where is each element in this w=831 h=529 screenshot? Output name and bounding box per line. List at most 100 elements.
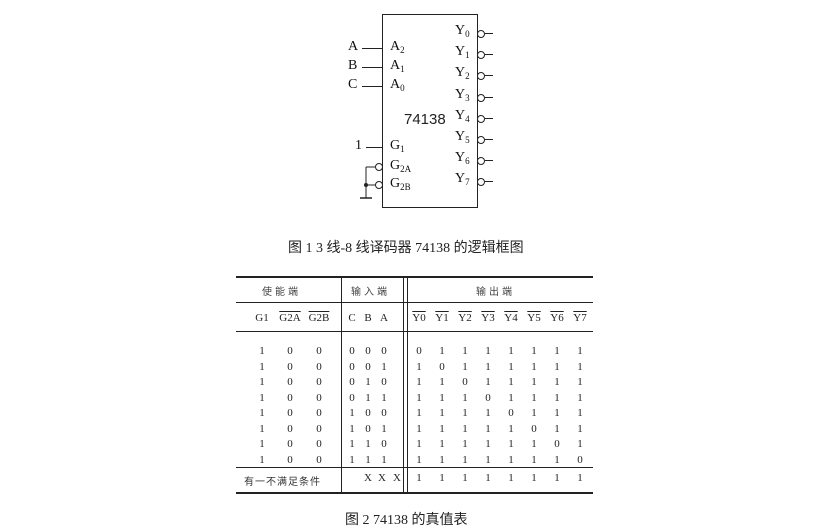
figure2-caption: 图 2 74138 的真值表 [345,513,468,528]
output-wire-3 [485,97,493,98]
input-external-label-1: B [348,58,358,73]
cell-input: 1 [365,454,371,466]
output-pin-5-subscript: 5 [465,135,470,145]
col-header-output-6: Y6 [550,312,564,324]
header-input: 输入端 [351,287,390,298]
output-wire-0 [485,33,493,34]
footer-cell-output: 1 [554,472,560,484]
ground-wiring [360,166,375,199]
cell-output: 1 [439,392,445,404]
enable-bubble-1 [375,163,383,171]
output-bubble-5 [477,136,485,144]
input-pin-1-subscript: 1 [400,64,405,74]
cell-output: 1 [531,345,537,357]
cell-input: 0 [381,345,387,357]
output-pin-1-letter: Y [455,44,466,59]
col-header-enable-2: G2B [308,312,330,324]
cell-output: 1 [554,345,560,357]
output-bubble-0 [477,30,485,38]
input-pin-0: A2 [390,39,405,55]
header-enable: 使能端 [262,287,301,298]
input-pin-1: A1 [390,58,405,74]
cell-output: 1 [508,438,514,450]
cell-output: 1 [439,407,445,419]
input-pin-2-letter: A [390,77,401,92]
cell-output: 1 [508,454,514,466]
output-pin-1-subscript: 1 [465,50,470,60]
cell-output: 1 [439,438,445,450]
output-pin-4: Y4 [455,108,470,124]
cell-enable: 0 [316,454,322,466]
cell-input: 0 [381,438,387,450]
cell-output: 1 [508,376,514,388]
cell-output: 1 [485,407,491,419]
chip-body [382,14,478,208]
cell-enable: 1 [259,361,265,373]
table-subheader-rule [236,331,593,332]
cell-output: 1 [439,376,445,388]
output-pin-3-letter: Y [455,87,466,102]
cell-enable: 0 [287,376,293,388]
input-pin-0-letter: A [390,39,401,54]
divider-enable-input [341,276,342,492]
cell-enable: 1 [259,454,265,466]
cell-output: 1 [462,454,468,466]
enable-pin-1-letter: G [390,158,401,173]
enable-pin-0-letter: G [390,138,401,153]
cell-output: 0 [508,407,514,419]
cell-input: 1 [381,361,387,373]
cell-input: 0 [365,407,371,419]
cell-output: 1 [554,392,560,404]
cell-output: 1 [531,361,537,373]
output-pin-0-subscript: 0 [465,29,470,39]
output-wire-7 [485,181,493,182]
cell-enable: 0 [316,392,322,404]
col-header-input-0: C [348,312,356,324]
footer-cell-input: X [378,472,386,484]
cell-output: 1 [439,454,445,466]
cell-input: 1 [381,423,387,435]
enable-pin-0-subscript: 1 [400,144,405,154]
output-pin-0: Y0 [455,23,470,39]
cell-output: 1 [485,376,491,388]
input-wire-0 [362,48,382,49]
cell-enable: 1 [259,345,265,357]
cell-input: 1 [381,454,387,466]
cell-input: 1 [365,438,371,450]
cell-output: 1 [485,345,491,357]
output-wire-6 [485,160,493,161]
cell-enable: 0 [316,376,322,388]
cell-output: 1 [577,407,583,419]
cell-enable: 1 [259,392,265,404]
cell-enable: 0 [287,392,293,404]
output-pin-5: Y5 [455,129,470,145]
cell-enable: 1 [259,423,265,435]
input-pin-2-subscript: 0 [400,83,405,93]
cell-output: 1 [462,361,468,373]
cell-output: 1 [554,376,560,388]
output-bubble-1 [477,51,485,59]
output-bubble-6 [477,157,485,165]
footer-cell-output: 1 [508,472,514,484]
cell-output: 1 [462,407,468,419]
input-pin-2: A0 [390,77,405,93]
cell-output: 0 [554,438,560,450]
cell-output: 1 [508,423,514,435]
cell-output: 1 [485,423,491,435]
cell-output: 1 [577,438,583,450]
input-wire-2 [362,86,382,87]
cell-output: 1 [462,423,468,435]
cell-output: 0 [485,392,491,404]
cell-enable: 0 [287,423,293,435]
col-header-output-3: Y3 [481,312,495,324]
cell-output: 1 [531,392,537,404]
output-pin-7-subscript: 7 [465,177,470,187]
output-pin-4-subscript: 4 [465,114,470,124]
footer-cell-output: 1 [485,472,491,484]
table-top-rule [236,276,593,278]
footer-cell-input: X [364,472,372,484]
cell-enable: 0 [287,454,293,466]
cell-output: 1 [485,454,491,466]
output-pin-5-letter: Y [455,129,466,144]
